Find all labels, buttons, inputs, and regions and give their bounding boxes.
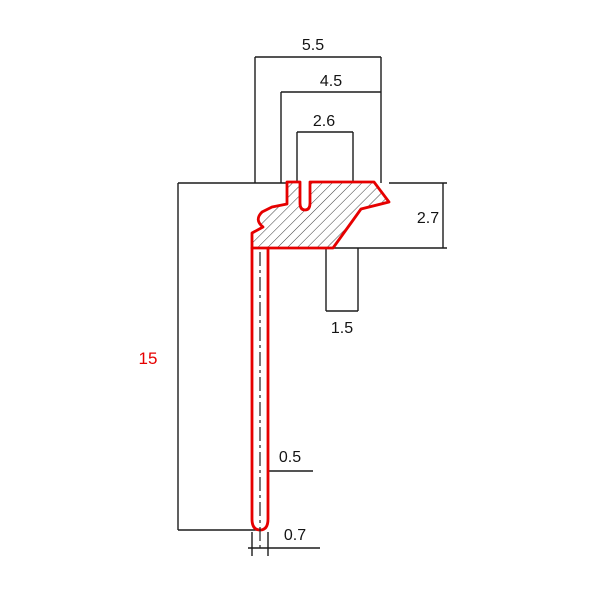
dim-head-height-label: 2.7 [417, 210, 439, 227]
dim-tip-offset-label: 0.5 [279, 449, 301, 466]
dimension-lines [177, 56, 447, 556]
dimension-labels: 5.5 4.5 2.6 2.7 1.5 15 0.5 0.7 [139, 37, 440, 544]
dim-top-width-label: 5.5 [302, 37, 324, 54]
profile-head-hatched [250, 180, 391, 250]
dim-stem-width-label: 0.7 [284, 527, 306, 544]
seal-profile [250, 180, 391, 532]
dim-slot-width-label: 2.6 [313, 113, 335, 130]
dim-overall-height-label: 15 [139, 349, 158, 368]
dim-upper-width-label: 4.5 [320, 73, 342, 90]
dim-tab-width-label: 1.5 [331, 320, 353, 337]
